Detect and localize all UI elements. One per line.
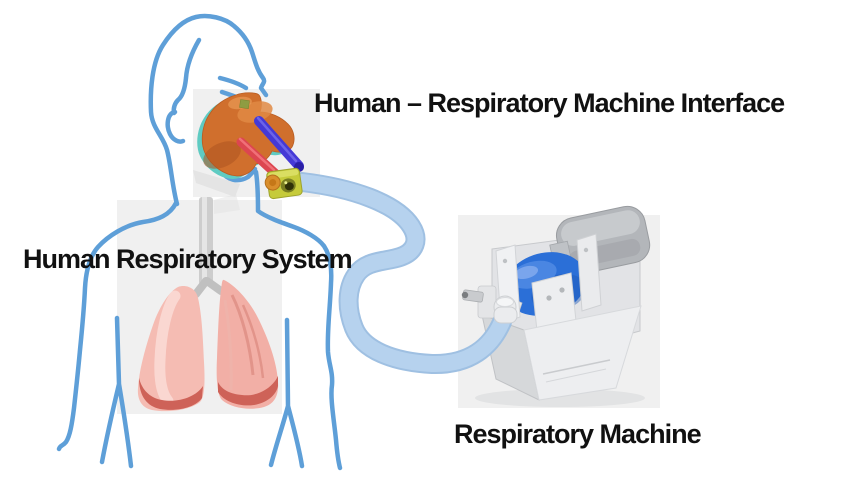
lungs-illustration [137, 279, 279, 412]
blue-hose [254, 116, 304, 172]
hairline [171, 37, 202, 116]
trachea-illustration [192, 197, 225, 298]
tube-fill [294, 174, 510, 373]
breathing-tube [292, 172, 512, 375]
right-neck-shoulder-arm [253, 169, 343, 471]
ear-line [165, 109, 186, 144]
right-inner-arm [268, 317, 305, 469]
left-inner-arm [99, 315, 134, 469]
valve-connector [264, 167, 303, 200]
left-neck-shoulder-arm [56, 200, 179, 452]
interface-label: Human – Respiratory Machine Interface [314, 88, 785, 118]
right-bracket [576, 233, 602, 312]
human-respiratory-system-label: Human Respiratory System [23, 244, 353, 274]
machine-elbow-connector [493, 295, 518, 324]
machine-slant-face [523, 305, 642, 401]
left-lung-base [139, 378, 203, 410]
center-bracket [531, 272, 577, 332]
mask-port-detail [239, 99, 250, 109]
right-lung-base [218, 376, 278, 406]
eyebrow-line [217, 75, 249, 91]
left-lung [137, 286, 205, 412]
head-outline [148, 13, 269, 207]
respiratory-machine-illustration [461, 205, 651, 407]
mask-illustration [197, 92, 304, 180]
machine-shadow [475, 389, 645, 407]
mask-shadow [193, 170, 240, 214]
respiratory-machine-label: Respiratory Machine [454, 419, 702, 449]
